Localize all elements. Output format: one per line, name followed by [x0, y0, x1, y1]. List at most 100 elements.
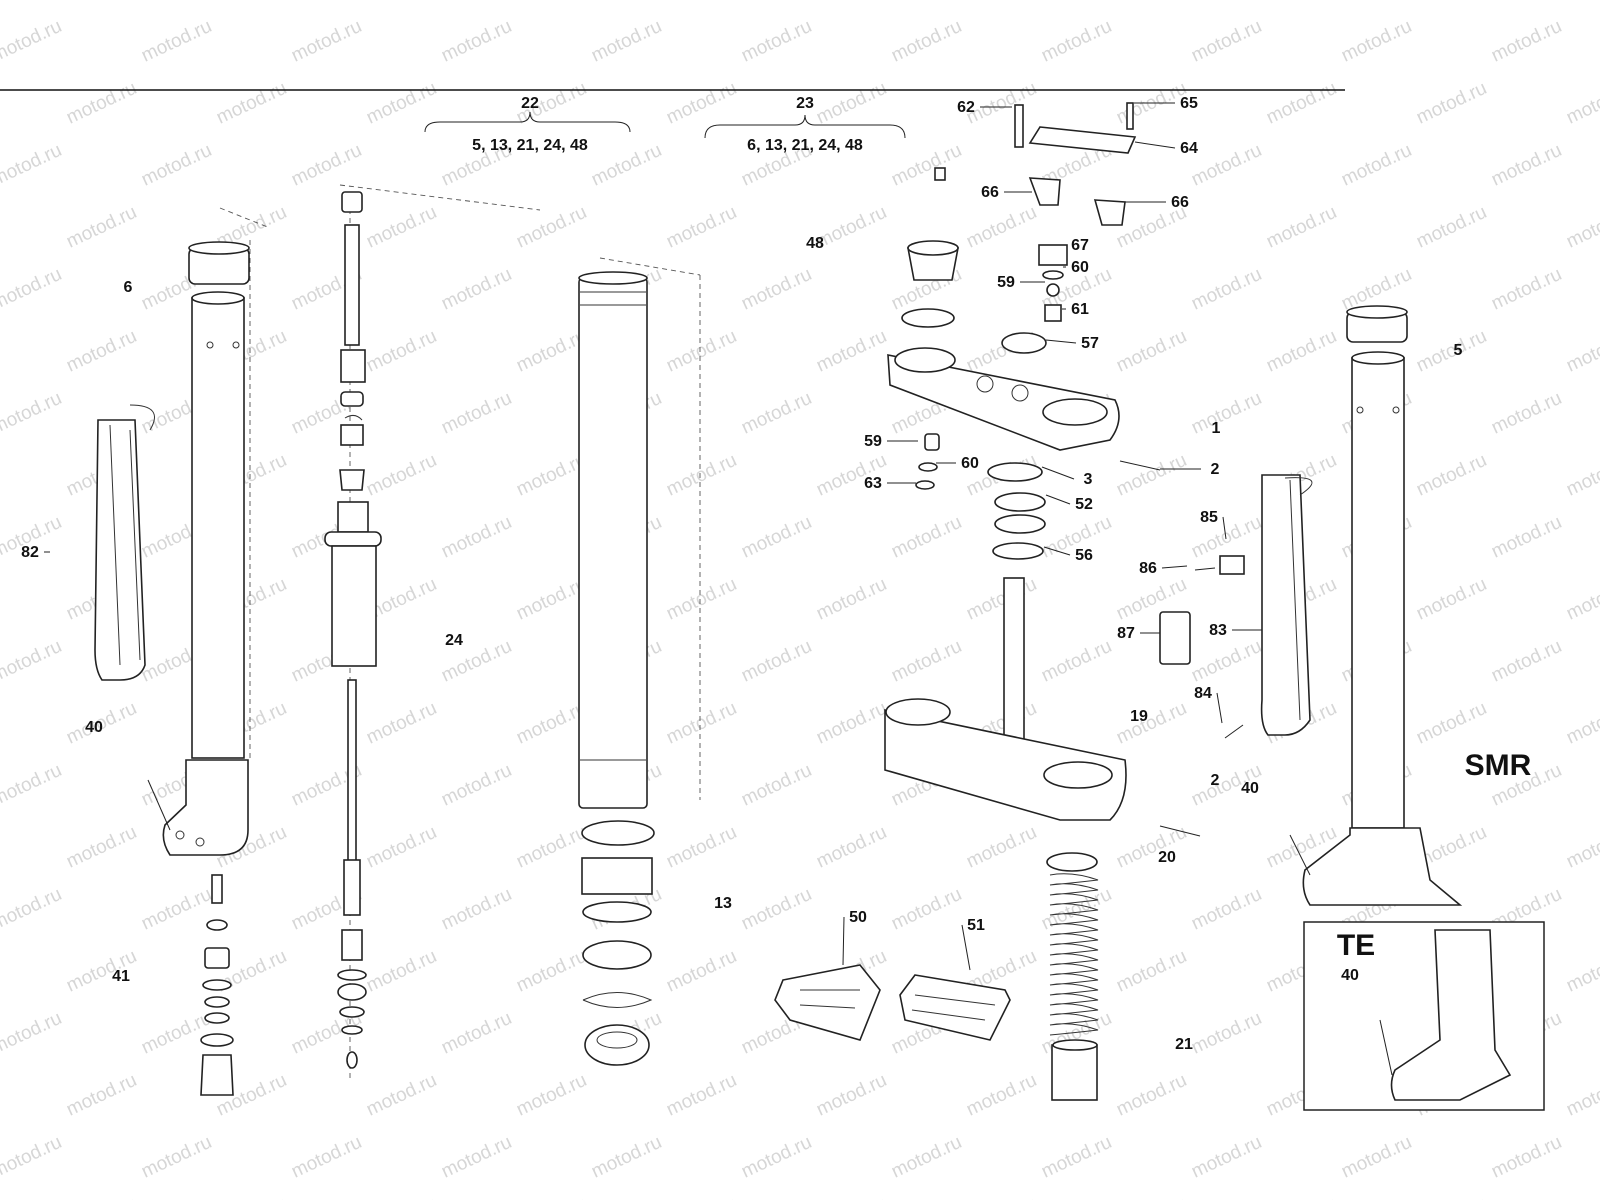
watermark-text: motod.ru [0, 140, 65, 191]
callout-number: 5 [1454, 342, 1463, 359]
watermark-text: motod.ru [0, 760, 65, 811]
watermark-text: motod.ru [63, 202, 140, 253]
callout-number: 65 [1180, 95, 1198, 112]
callout-number: 61 [1071, 301, 1089, 318]
watermark-text: motod.ru [663, 1070, 740, 1121]
watermark-text: motod.ru [513, 822, 590, 873]
callout-number: 48 [806, 235, 824, 252]
watermark-text: motod.ru [663, 0, 740, 5]
watermark-text: motod.ru [963, 1070, 1040, 1121]
watermark-text: motod.ru [513, 1194, 590, 1200]
watermark-text: motod.ru [1113, 946, 1190, 997]
watermark-text: motod.ru [1563, 202, 1600, 253]
watermark-text: motod.ru [1563, 0, 1600, 5]
callout-leader [1161, 565, 1188, 569]
watermark-text: motod.ru [513, 202, 590, 253]
group-22-number: 22 [521, 95, 539, 112]
callout-number: 3 [1084, 471, 1093, 488]
watermark-text: motod.ru [738, 636, 815, 687]
watermark-text: motod.ru [663, 450, 740, 501]
guard-clamp-bolt [1159, 555, 1245, 739]
watermark-text: motod.ru [1188, 16, 1265, 67]
watermark-text: motod.ru [1338, 140, 1415, 191]
callout-number: 52 [1075, 496, 1093, 513]
watermark-text: motod.ru [1563, 1194, 1600, 1200]
watermark-text: motod.ru [1263, 202, 1340, 253]
watermark-text: motod.ru [738, 884, 815, 935]
watermark-text: motod.ru [888, 1132, 965, 1183]
tool-bag-50 [774, 964, 881, 1041]
watermark-text: motod.ru [1113, 1070, 1190, 1121]
upper-triple-clamp [887, 347, 1120, 451]
watermark-text: motod.ru [1488, 16, 1565, 67]
callout-number: 40 [1241, 780, 1259, 797]
watermark-text: motod.ru [438, 760, 515, 811]
watermark-text: motod.ru [663, 326, 740, 377]
watermark-text: motod.ru [588, 1132, 665, 1183]
watermark-text: motod.ru [1563, 326, 1600, 377]
watermark-text: motod.ru [663, 698, 740, 749]
watermark-text: motod.ru [1038, 1132, 1115, 1183]
watermark-text: motod.ru [1413, 450, 1490, 501]
watermark-text: motod.ru [813, 326, 890, 377]
callout-number: 40 [85, 719, 103, 736]
watermark-text: motod.ru [663, 574, 740, 625]
callout-number: 59 [864, 433, 882, 450]
watermark-text: motod.ru [1563, 78, 1600, 129]
callout-leader [842, 916, 845, 966]
callout-leader [1045, 494, 1071, 505]
watermark-text: motod.ru [513, 946, 590, 997]
watermark-text: motod.ru [588, 140, 665, 191]
lower-triple-clamp [884, 460, 1201, 837]
te-inset: TE [1303, 921, 1545, 1111]
watermark-text: motod.ru [0, 264, 65, 315]
watermark-text: motod.ru [63, 1070, 140, 1121]
callout-number: 24 [445, 632, 463, 649]
watermark-text: motod.ru [1413, 78, 1490, 129]
watermark-text: motod.ru [0, 388, 65, 439]
callout-number: 19 [1130, 708, 1148, 725]
callout-number: 84 [1194, 685, 1212, 702]
watermark-text: motod.ru [1188, 388, 1265, 439]
callout-number: 2 [1211, 772, 1220, 789]
callout-leader [1222, 516, 1227, 540]
callout-number: 13 [714, 895, 732, 912]
watermark-text: motod.ru [1188, 884, 1265, 935]
watermark-text: motod.ru [363, 1070, 440, 1121]
watermark-text: motod.ru [1188, 140, 1265, 191]
watermark-text: motod.ru [213, 78, 290, 129]
callout-leader [1045, 339, 1077, 344]
watermark-text: motod.ru [813, 698, 890, 749]
watermark-text: motod.ru [363, 78, 440, 129]
callout-number: 2 [1211, 461, 1220, 478]
watermark-text: motod.ru [963, 822, 1040, 873]
watermark-text: motod.ru [1488, 1132, 1565, 1183]
watermark-text: motod.ru [1413, 0, 1490, 5]
callout-number: 82 [21, 544, 39, 561]
callout-number: 85 [1200, 509, 1218, 526]
smr-variant-label: SMR [1465, 749, 1532, 782]
watermark-text: motod.ru [363, 0, 440, 5]
watermark-text: motod.ru [1563, 698, 1600, 749]
callout-number: 60 [1071, 259, 1089, 276]
watermark-text: motod.ru [438, 16, 515, 67]
watermark-text: motod.ru [1413, 574, 1490, 625]
watermark-text: motod.ru [213, 1194, 290, 1200]
group-23-number: 23 [796, 95, 814, 112]
watermark-text: motod.ru [0, 16, 65, 67]
watermark-text: motod.ru [813, 822, 890, 873]
watermark-text: motod.ru [363, 202, 440, 253]
watermark-text: motod.ru [1038, 636, 1115, 687]
watermark-text: motod.ru [1263, 78, 1340, 129]
watermark-text: motod.ru [738, 388, 815, 439]
watermark-text: motod.ru [1263, 0, 1340, 5]
watermark-text: motod.ru [513, 0, 590, 5]
callout-number: 20 [1158, 849, 1176, 866]
watermark-text: motod.ru [63, 822, 140, 873]
callout-number: 62 [957, 99, 975, 116]
watermark-text: motod.ru [438, 388, 515, 439]
inner-fork-tube [578, 257, 701, 1066]
group-brace-23: 23 6, 13, 21, 24, 48 [704, 95, 906, 154]
watermark-text: motod.ru [288, 140, 365, 191]
